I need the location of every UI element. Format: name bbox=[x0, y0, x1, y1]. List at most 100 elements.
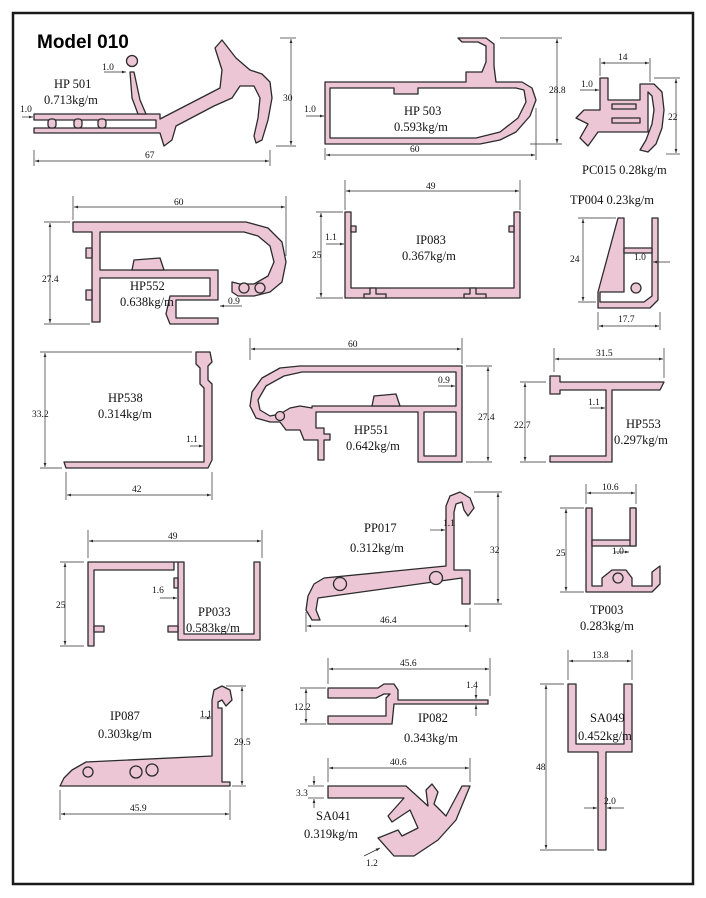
hp501-dim: 1.0 bbox=[102, 63, 114, 73]
ip087-code: IP087 bbox=[110, 709, 140, 723]
hp501-slot bbox=[97, 118, 107, 129]
ip083-dim: 49 bbox=[426, 182, 436, 192]
sa049-dim: 48 bbox=[536, 763, 546, 773]
pc015-fin bbox=[611, 117, 641, 124]
ip083-lug bbox=[508, 225, 515, 233]
pc015-fin bbox=[611, 103, 637, 110]
profile-hp551: 60 0.9 27.4 HP551 0.642kg/m bbox=[249, 338, 495, 463]
hp538-dim: 42 bbox=[132, 485, 142, 495]
hp552-dim: 0.9 bbox=[228, 297, 240, 307]
hp552-code: HP552 bbox=[130, 279, 165, 293]
pp033-dim: 49 bbox=[168, 532, 178, 542]
hp501-fin bbox=[129, 71, 147, 115]
hp552-lug bbox=[85, 247, 93, 259]
hp538-weight: 0.314kg/m bbox=[98, 407, 152, 421]
profile-ip083: 49 1.1 25 IP083 0.367kg/m bbox=[312, 180, 521, 299]
model-title: Model 010 bbox=[37, 32, 129, 53]
sa041-section bbox=[327, 783, 471, 857]
hp553-dim: 1.1 bbox=[588, 398, 600, 408]
ip082-weight: 0.343kg/m bbox=[404, 731, 458, 745]
hp501-slot bbox=[73, 118, 83, 129]
tp004-bead bbox=[630, 282, 642, 294]
hp552-hook bbox=[238, 282, 250, 294]
hp552-dim: 27.4 bbox=[42, 275, 59, 285]
hp501-weight: 0.713kg/m bbox=[44, 93, 98, 107]
pp033-lug bbox=[173, 577, 179, 589]
tp003-bead bbox=[612, 572, 624, 584]
ip082-dim: 45.6 bbox=[400, 659, 417, 669]
hp501-bead bbox=[125, 54, 139, 68]
sa049-section bbox=[567, 683, 633, 851]
hp503-section bbox=[324, 37, 537, 145]
ip083-foot bbox=[463, 287, 487, 299]
sa049-weight: 0.452kg/m bbox=[578, 729, 632, 743]
profile-pp017: 1.1 32 46.4 PP017 0.312kg/m bbox=[305, 491, 502, 632]
hp538-code: HP538 bbox=[108, 391, 143, 405]
ip083-section bbox=[344, 211, 521, 299]
tp004-dim: 1.0 bbox=[634, 253, 646, 263]
sa049-dim: 13.8 bbox=[592, 651, 609, 661]
hp501-section bbox=[33, 39, 273, 147]
hp551-code: HP551 bbox=[354, 423, 389, 437]
hp501-dim: 67 bbox=[145, 151, 155, 161]
pp017-dim: 32 bbox=[490, 546, 500, 556]
hp552-hook bbox=[254, 282, 266, 294]
profile-tp003: 10.6 25 1.0 TP003 0.283kg/m bbox=[556, 483, 661, 633]
tp003-dim: 1.0 bbox=[612, 547, 624, 557]
tp004-label: TP004 0.23kg/m bbox=[570, 193, 654, 207]
profile-sa049: 13.8 48 2.0 SA049 0.452kg/m bbox=[536, 650, 633, 851]
hp503-weight: 0.593kg/m bbox=[394, 120, 448, 134]
profile-hp553: 31.5 22.7 1.1 HP553 0.297kg/m bbox=[514, 348, 668, 463]
ip087-bead bbox=[145, 763, 159, 777]
hp538-dim: 33.2 bbox=[32, 410, 49, 420]
hp552-boss bbox=[131, 257, 165, 271]
profile-tp004: 24 1.0 17.7 TP004 0.23kg/m bbox=[570, 193, 670, 330]
profile-sa041: 40.6 3.3 1.2 SA041 0.319kg/m bbox=[296, 758, 471, 869]
ip083-lug bbox=[350, 225, 357, 233]
profile-hp503: 1.0 28.8 60 HP 503 0.593kg/m bbox=[304, 37, 566, 160]
pp033-section bbox=[87, 561, 261, 647]
profile-pp033: 49 25 1.6 PP033 0.583kg/m bbox=[56, 530, 263, 647]
pp017-bead bbox=[332, 576, 348, 592]
sa049-dim: 2.0 bbox=[604, 797, 616, 807]
sheet-border bbox=[11, 11, 695, 886]
hp503-dim: 60 bbox=[410, 145, 420, 155]
ip087-dim: 29.5 bbox=[234, 738, 251, 748]
tp003-weight: 0.283kg/m bbox=[580, 619, 634, 633]
ip083-dim: 25 bbox=[312, 251, 322, 261]
hp551-hook bbox=[274, 410, 286, 422]
sa041-dim: 1.2 bbox=[366, 859, 378, 869]
profile-pc015: 14 1.0 22 PC015 0.28kg/m bbox=[575, 53, 680, 177]
ip087-dim: 45.9 bbox=[130, 804, 147, 814]
tp003-dim: 10.6 bbox=[602, 483, 619, 493]
sa041-weight: 0.319kg/m bbox=[304, 827, 358, 841]
pp017-section bbox=[305, 491, 475, 621]
pp017-bead bbox=[428, 570, 444, 586]
hp538-section bbox=[63, 351, 213, 469]
ip083-foot bbox=[363, 287, 387, 299]
profile-ip082: 45.6 1.4 12.2 IP082 0.343kg/m bbox=[294, 658, 491, 745]
hp501-code: HP 501 bbox=[54, 77, 91, 91]
hp552-weight: 0.638kg/m bbox=[120, 295, 174, 309]
ip087-section bbox=[59, 685, 233, 787]
pp033-weight: 0.583kg/m bbox=[186, 621, 240, 635]
sa041-dim: 40.6 bbox=[390, 758, 407, 768]
hp553-dim: 22.7 bbox=[514, 421, 531, 431]
ip087-bead bbox=[129, 765, 143, 779]
hp553-weight: 0.297kg/m bbox=[614, 433, 668, 447]
ip082-dim: 1.4 bbox=[466, 681, 478, 691]
hp551-section bbox=[249, 365, 463, 463]
hp553-section bbox=[549, 375, 665, 463]
tp004-dim: 17.7 bbox=[618, 315, 635, 325]
hp551-dim: 0.9 bbox=[438, 376, 450, 386]
tp004-section bbox=[597, 217, 659, 309]
sa041-dim: 3.3 bbox=[296, 789, 308, 799]
pp033-lug bbox=[167, 625, 179, 633]
pp033-code: PP033 bbox=[198, 605, 231, 619]
hp501-dim: 1.0 bbox=[20, 105, 32, 115]
ip082-dim: 12.2 bbox=[294, 703, 311, 713]
pc015-section bbox=[575, 77, 665, 153]
tp004-web bbox=[623, 247, 653, 254]
profile-ip087: 1.1 29.5 45.9 IP087 0.303kg/m bbox=[59, 685, 251, 820]
